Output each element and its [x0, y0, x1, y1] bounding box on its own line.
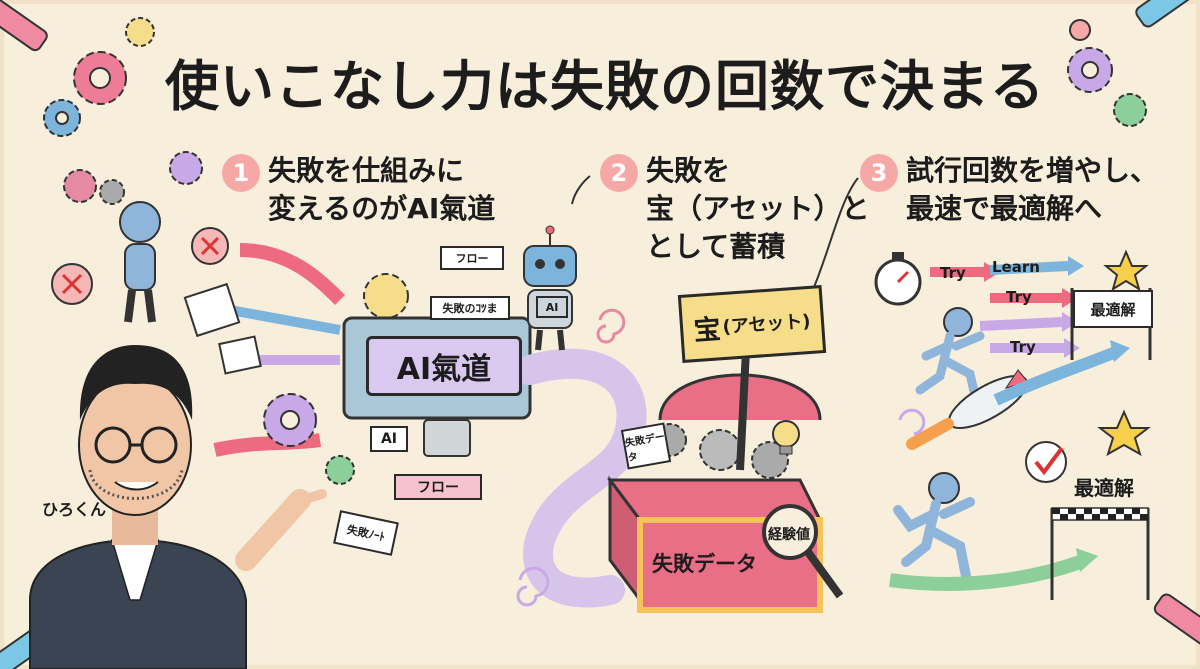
confused-figure: [119, 201, 161, 323]
gear-icon: [63, 169, 97, 203]
gear-icon: [73, 51, 127, 105]
gear-icon: [1067, 47, 1113, 93]
try-label-3: Try: [1010, 338, 1036, 356]
x-mark-icon: [191, 227, 229, 265]
step-3-number: 3: [860, 154, 898, 192]
runner-figure: [893, 472, 975, 581]
robot-icon: [523, 225, 577, 351]
try-label-2: Try: [1006, 288, 1032, 306]
paper-icon: [218, 335, 262, 375]
step-2-line2: 宝（アセット）と: [646, 192, 870, 225]
gear-icon: [1113, 93, 1147, 127]
optimal-sign-top: 最適解: [1073, 290, 1153, 328]
gear-icon: [325, 455, 355, 485]
flow-tag-top: フロー: [440, 246, 504, 270]
step-1: 1 失敗を仕組みに 変えるのがAI氣道: [222, 152, 495, 228]
flow-tag-bottom: フロー: [394, 474, 482, 500]
chest-label: 失敗データ: [652, 552, 757, 576]
step-3: 3 試行回数を増やし、 最速で最適解へ: [860, 152, 1158, 228]
learn-label: Learn: [992, 258, 1040, 276]
marker-pen-icon: [0, 0, 48, 52]
failure-note-tag: 失敗のｺﾂま: [430, 296, 510, 320]
step-1-line2: 変えるのがAI氣道: [268, 192, 496, 225]
step-2: 2 失敗を 宝（アセット）と として蓄積: [600, 152, 869, 266]
ai-kido-box: AI氣道: [366, 336, 522, 396]
check-icon: [1025, 441, 1067, 483]
failure-data-card: 失敗データ: [620, 422, 672, 470]
step-1-number: 1: [222, 154, 260, 192]
step-2-line3: として蓄積: [646, 230, 786, 263]
treasure-sign-main: 宝: [692, 313, 722, 347]
step-3-line1: 試行回数を増やし、: [906, 154, 1159, 187]
person-avatar: [29, 345, 327, 669]
marker-pen-icon: [1135, 0, 1200, 28]
star-icon: [1103, 249, 1149, 292]
experience-label: 経験値: [768, 527, 810, 543]
x-mark-icon: [51, 263, 93, 305]
step-2-number: 2: [600, 154, 638, 192]
marker-pen-icon: [1153, 593, 1200, 655]
optimal-label-bottom: 最適解: [1074, 476, 1134, 500]
treasure-sign-sub: (アセット): [721, 310, 812, 339]
gear-icon: [263, 393, 317, 447]
treasure-sign: 宝 (アセット): [677, 285, 827, 363]
magnifier-icon: [762, 504, 844, 599]
runner-figure: [915, 307, 985, 405]
step-2-line1: 失敗を: [646, 154, 731, 187]
gear-icon: [169, 151, 203, 185]
star-icon: [1097, 409, 1151, 457]
gear-icon: [125, 17, 155, 47]
gear-icon: [99, 179, 125, 205]
step-3-line2: 最速で最適解へ: [906, 192, 1103, 225]
person-name: ひろくん: [42, 500, 107, 519]
lightbulb-icon: [772, 420, 800, 455]
gear-icon: [1069, 19, 1091, 41]
robot-ai-badge: AI: [536, 296, 568, 318]
stopwatch-icon: [874, 252, 922, 306]
step-1-line1: 失敗を仕組みに: [268, 154, 465, 187]
try-label-1: Try: [940, 264, 966, 282]
ai-tag: AI: [370, 426, 408, 452]
gear-icon: [363, 273, 409, 319]
paper-icon: [183, 282, 241, 338]
page-title: 使いこなし力は失敗の回数で決まる: [165, 55, 1045, 118]
gear-icon: [43, 99, 81, 137]
